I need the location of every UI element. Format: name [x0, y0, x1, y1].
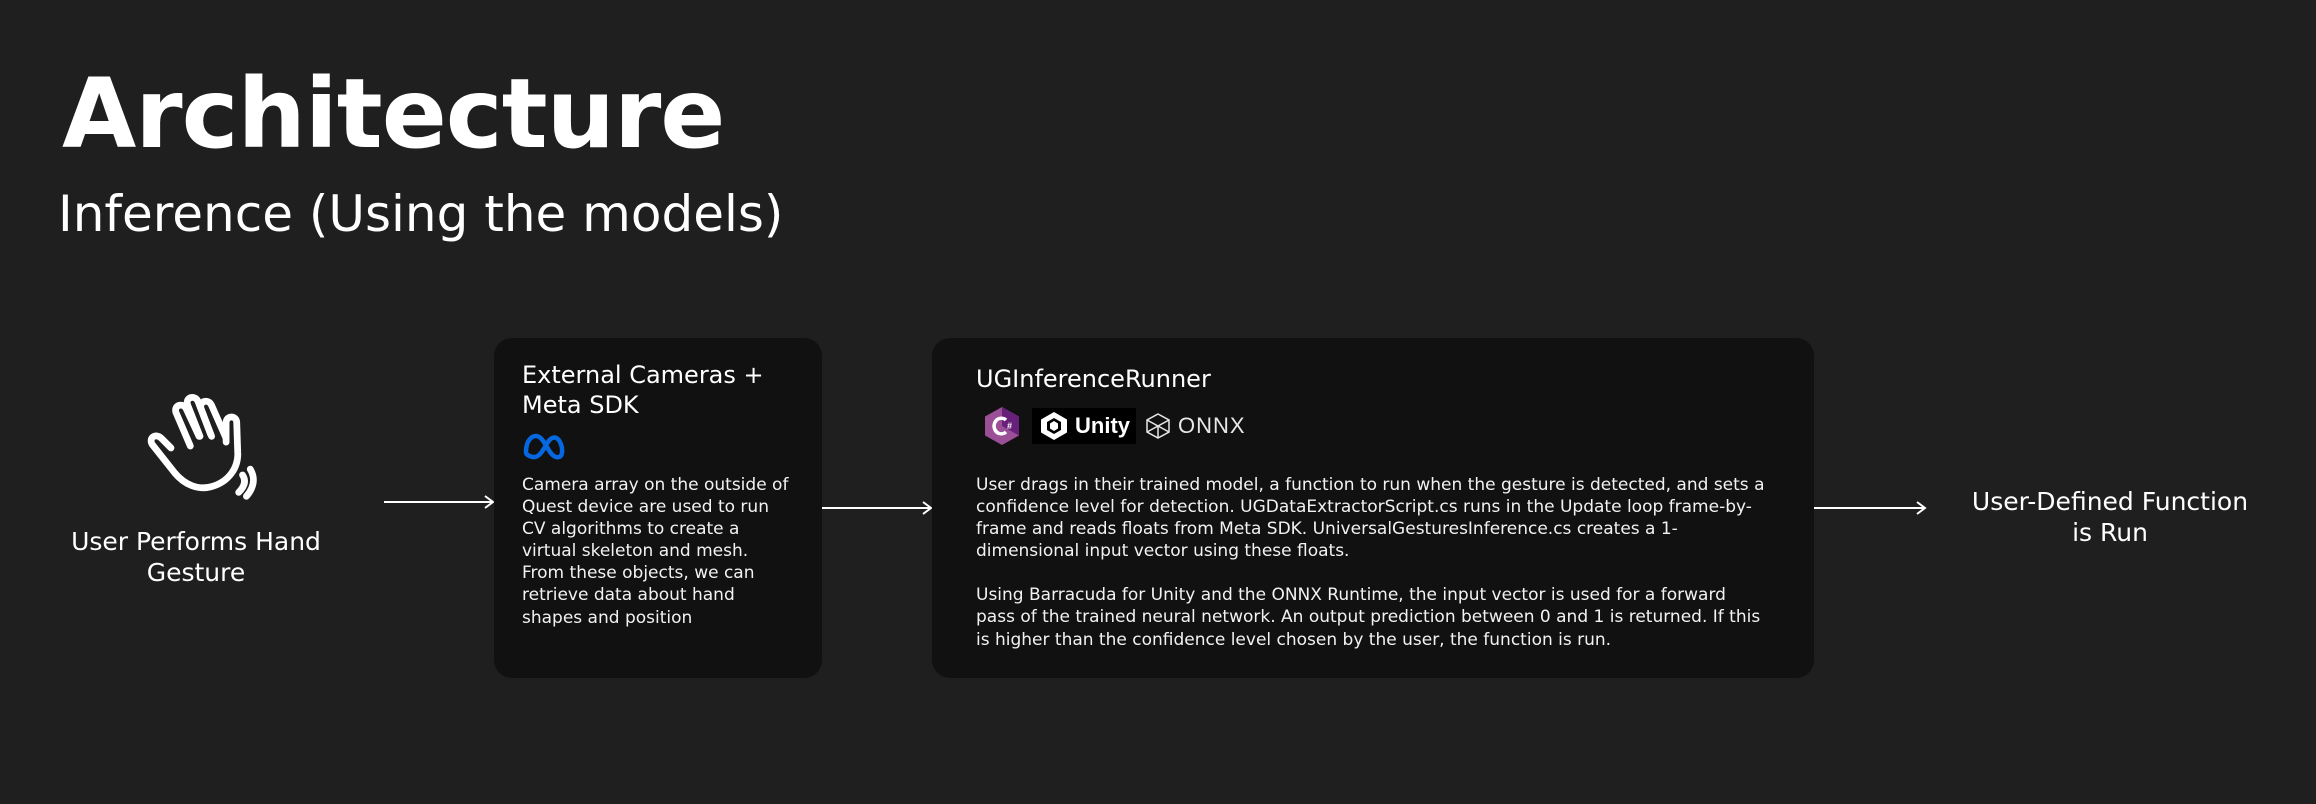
onnx-mark-icon — [1146, 413, 1170, 439]
user-defined-function-label: User-Defined Function is Run — [1971, 487, 2249, 548]
inference-runner-title: UGInferenceRunner — [976, 365, 1211, 393]
inference-runner-paragraph-2: Using Barracuda for Unity and the ONNX R… — [976, 585, 1761, 650]
unity-logo: Unity — [1032, 408, 1136, 444]
external-cameras-title: External Cameras + Meta SDK — [522, 361, 764, 419]
meta-logo-icon — [523, 433, 565, 460]
flow-arrow-3 — [1814, 501, 1927, 515]
page-subtitle: Inference (Using the models) — [58, 185, 784, 243]
flow-arrow-2 — [822, 501, 933, 515]
onnx-logo-text: ONNX — [1178, 413, 1246, 438]
inference-runner-paragraph-1: User drags in their trained model, a fun… — [976, 475, 1765, 562]
tech-logos: # Unity ONNX — [984, 406, 1770, 446]
csharp-logo-icon: # — [985, 407, 1019, 445]
external-cameras-description: Camera array on the outside of Quest dev… — [522, 475, 789, 628]
page-title: Architecture — [62, 58, 725, 170]
waving-hand-icon — [147, 394, 257, 500]
svg-text:#: # — [1007, 421, 1012, 431]
unity-cube-icon — [1041, 412, 1067, 440]
unity-logo-text: Unity — [1075, 413, 1130, 438]
inference-runner-description: User drags in their trained model, a fun… — [976, 474, 1770, 651]
flow-arrow-1 — [384, 495, 495, 509]
external-cameras-card: External Cameras + Meta SDK Camera array… — [494, 338, 822, 678]
user-gesture-label: User Performs Hand Gesture — [71, 527, 321, 588]
inference-runner-card: UGInferenceRunner # Unity — [932, 338, 1814, 678]
onnx-logo: ONNX — [1144, 412, 1246, 440]
